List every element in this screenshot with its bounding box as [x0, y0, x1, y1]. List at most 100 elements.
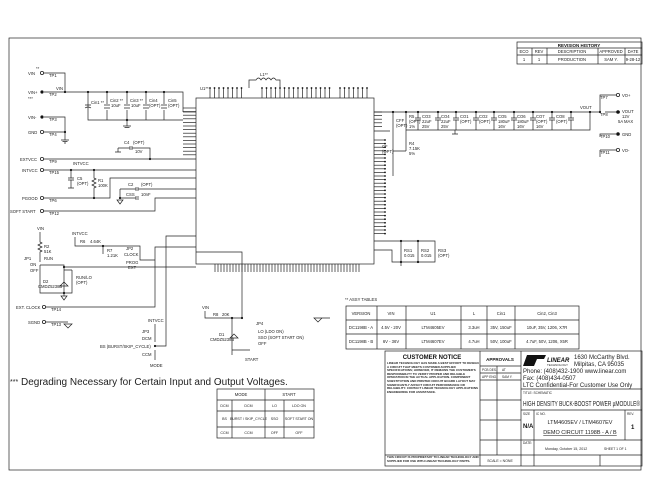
junction-dot: [213, 87, 216, 89]
part-value: 180uF: [517, 119, 529, 124]
app-eng-label: APP ENG.: [482, 375, 497, 379]
net-note: 12V: [622, 114, 630, 119]
stars: **: [36, 66, 40, 71]
mode-cell: BURST / SKIP_CYCLE: [230, 417, 268, 421]
test-point[interactable]: [40, 71, 45, 76]
junction-dot: [288, 87, 290, 89]
junction-dot: [324, 87, 326, 89]
junction-dot: [227, 87, 229, 89]
junction-dot: [231, 87, 234, 89]
cap-ref: Cin2 **: [110, 98, 123, 103]
part-ref: CO1: [460, 114, 469, 119]
test-point[interactable]: [40, 195, 45, 200]
junction-dot: [598, 110, 602, 114]
test-point[interactable]: [40, 208, 45, 213]
part-value: 16V: [498, 124, 506, 129]
junction-dot: [384, 139, 386, 141]
rev-header: DATE: [628, 49, 639, 54]
footnote: *** Degrading Necessary for Certain Inpu…: [10, 376, 288, 389]
part-value: (OPT): [133, 140, 145, 145]
sheet-number: SHEET 1 OF 1: [604, 447, 627, 451]
test-point[interactable]: [616, 147, 621, 152]
jumper-option: LO (LDO ON): [258, 329, 284, 334]
junction-dot: [588, 110, 592, 114]
address-line: LTC Confidential-For Customer Use Only: [523, 383, 632, 389]
junction-dot: [384, 229, 386, 231]
tp-label: TP10: [600, 134, 611, 139]
part-ref: RS3: [438, 248, 447, 253]
tp-label: TP13: [51, 322, 62, 327]
test-point[interactable]: [616, 110, 620, 114]
assy-cell: DC1198B - B: [349, 339, 374, 344]
junction-dot: [416, 260, 420, 264]
test-point[interactable]: [40, 156, 45, 161]
junction-dot: [230, 316, 234, 320]
junction-dot: [384, 146, 386, 149]
size-value: N/A: [523, 424, 534, 430]
part-value: (OPT): [536, 119, 548, 124]
part-value: (OPT): [382, 149, 394, 154]
junction-dot: [384, 164, 386, 167]
junction-dot: [384, 214, 386, 217]
test-point[interactable]: [42, 319, 47, 324]
part-value: 51K: [44, 249, 52, 254]
part-ref: R8: [213, 312, 219, 317]
junction-dot: [384, 178, 386, 181]
net-label: EXTVCC: [20, 157, 37, 162]
tp-label: TP6: [49, 198, 57, 203]
test-point[interactable]: [616, 132, 620, 136]
input-capacitors: Cin1 ** Cin2 ** 10uF Cin3 ** 10uF Cin4 (…: [84, 92, 196, 128]
junction-dot: [306, 87, 308, 89]
junction-dot: [62, 265, 66, 269]
part-ref: CO8: [556, 114, 565, 119]
part-value: (OPT): [77, 181, 89, 186]
part-ref: R7: [107, 248, 113, 253]
linear-technology-logo: LINEAR TECHNOLOGY: [523, 355, 570, 367]
mode-header: START: [282, 392, 296, 397]
part-value: 16V: [536, 124, 544, 129]
cap-ref: Cin5: [168, 98, 177, 103]
junction-dot: [384, 189, 386, 192]
ic-number: LTM4605EV / LTM4607EV: [548, 420, 613, 426]
junction-dot: [297, 87, 299, 89]
junction-dot: [265, 87, 268, 89]
part-ref: R2: [44, 244, 50, 249]
rev-cell: 1: [538, 57, 541, 62]
test-point[interactable]: [42, 304, 47, 309]
junction-dot: [384, 185, 386, 188]
size-label: SIZE: [523, 412, 530, 416]
test-point[interactable]: [40, 90, 44, 94]
cap-ref: Cin1 **: [91, 100, 104, 105]
cap-value: 10uF: [131, 103, 141, 108]
test-point[interactable]: [40, 129, 45, 134]
junction-dot: [474, 110, 478, 114]
junction-dot: [153, 344, 157, 348]
test-point[interactable]: [616, 93, 621, 98]
jumper-option: SSO (SOFT START ON): [258, 335, 304, 340]
cap-value: (OPT): [168, 103, 180, 108]
test-point[interactable]: [40, 115, 44, 119]
part-value: (OPT): [76, 280, 88, 285]
part-value: 4.64K: [90, 239, 101, 244]
part-value: (OPT): [396, 123, 408, 128]
junction-dot: [384, 171, 386, 174]
approvals-label: APPROVALS: [486, 357, 514, 362]
junction-dot: [357, 87, 359, 89]
pcb-des-value: AT: [502, 368, 506, 372]
left-test-points: VIN ** TP1 VIN+ *** TP2 VIN VIN- TP3 GND…: [10, 66, 196, 329]
part-value: (OPT): [141, 182, 153, 187]
tp-label: TP4: [49, 132, 57, 137]
jumper-option: BS (BURST/SKIP_CYCLE): [100, 344, 151, 349]
junction-dot: [101, 244, 105, 248]
part-value: (OPT): [556, 119, 568, 124]
assy-header: VIN: [388, 311, 395, 316]
junction-dot: [343, 87, 346, 89]
assy-cell: 4.5V - 20V: [381, 325, 401, 330]
test-point[interactable]: [40, 167, 45, 172]
junction-dot: [310, 87, 313, 89]
part-ref: C4: [124, 140, 130, 145]
date-value: Monday, October 15, 2012: [545, 447, 587, 451]
net-label: GND: [622, 132, 631, 137]
net-label: SOFT START: [10, 209, 36, 214]
